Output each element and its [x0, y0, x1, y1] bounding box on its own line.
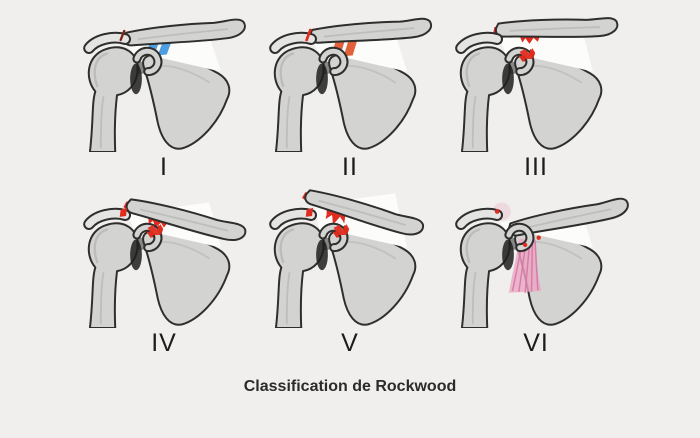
panel-grade-3: III: [443, 12, 629, 182]
panel-label-grade-4: IV: [151, 329, 177, 357]
figure-caption: Classification de Rockwood: [243, 378, 457, 395]
panel-grid: I II III IV V VI: [71, 12, 629, 358]
panel-grade-6: VI: [443, 188, 629, 358]
panel-grade-1: I: [71, 12, 257, 182]
panel-label-grade-6: VI: [523, 329, 549, 357]
shoulder-illustration-grade-4: [83, 198, 247, 328]
shoulder-illustration-grade-2: [269, 17, 433, 152]
panel-grade-4: IV: [71, 188, 257, 358]
shoulder-illustration-grade-5: [269, 189, 425, 328]
panel-grade-2: II: [257, 12, 443, 182]
shoulder-illustration-grade-1: [83, 18, 246, 152]
panel-label-grade-2: II: [342, 153, 358, 181]
shoulder-illustration-grade-3: [455, 17, 619, 152]
shoulder-illustration-grade-6: [455, 197, 629, 328]
panel-label-grade-5: V: [341, 329, 359, 357]
panel-label-grade-1: I: [160, 153, 168, 181]
panel-grade-5: V: [257, 188, 443, 358]
panel-label-grade-3: III: [524, 153, 548, 181]
